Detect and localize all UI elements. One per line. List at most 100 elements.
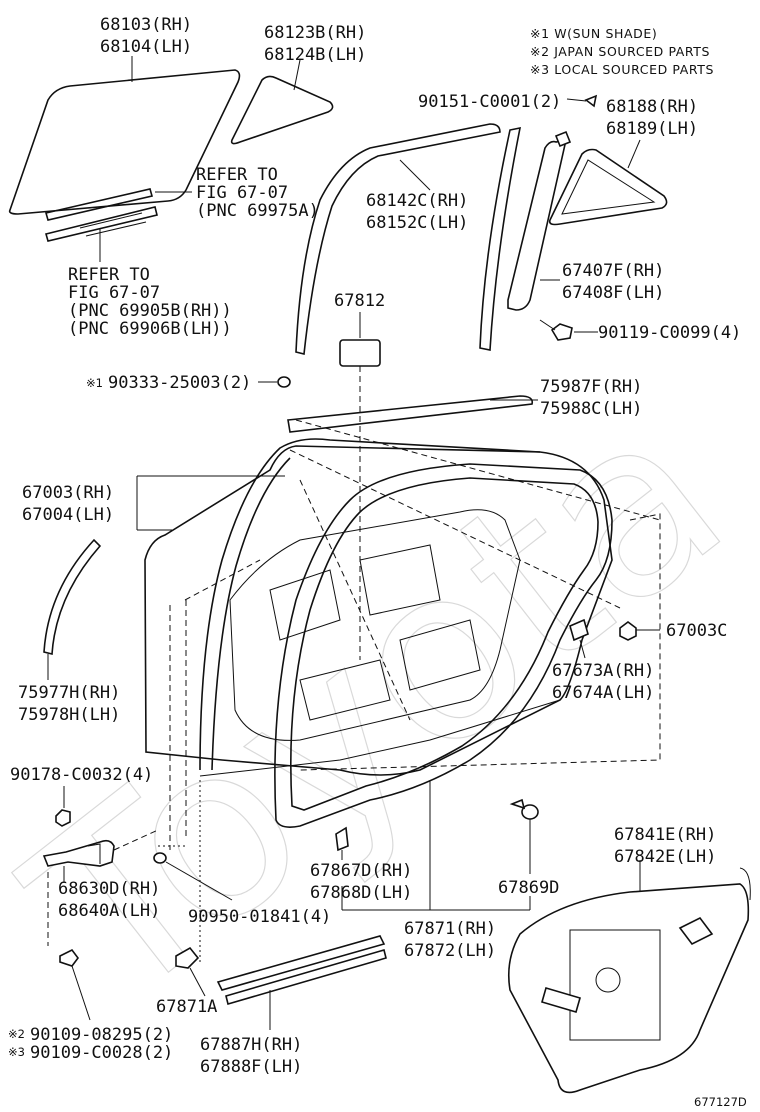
part-68123-quarter-glass <box>230 75 334 145</box>
label-refer1-l2: FIG 67-07 <box>196 183 288 203</box>
part-67003-window-frame <box>199 438 541 771</box>
label-67867d: 67867D(RH) <box>310 861 412 881</box>
leader-68188 <box>627 139 641 169</box>
watermark: Toyota <box>0 352 760 1056</box>
label-refer1-l3: (PNC 69975A) <box>196 201 319 221</box>
label-90109a: 90109-08295(2) <box>30 1025 173 1045</box>
leader-68630d-dash <box>113 829 159 851</box>
label-75977h: 75977H(RH) <box>18 683 120 703</box>
note-2: ※2 JAPAN SOURCED PARTS <box>530 44 710 59</box>
part-67407f-division-bar <box>507 138 568 311</box>
label-90119: 90119-C0099(4) <box>598 323 741 343</box>
label-90178: 90178-C0032(4) <box>10 765 153 785</box>
part-67867d-clip <box>335 826 349 852</box>
label-68103: 68103(RH) <box>100 15 192 35</box>
part-75987f-moulding <box>287 395 534 433</box>
part-67003-door-panel <box>144 445 613 776</box>
label-refer2-l1: REFER TO <box>68 265 150 285</box>
assembly-line-2 <box>169 559 261 850</box>
label-68630d: 68630D(RH) <box>58 879 160 899</box>
label-refer2-l2: FIG 67-07 <box>68 283 160 303</box>
part-67812-pad <box>339 339 381 367</box>
label-68640a: 68640A(LH) <box>58 901 160 921</box>
label-90109b: 90109-C0028(2) <box>30 1043 173 1063</box>
label-67872: 67872(LH) <box>404 941 496 961</box>
part-belt-detail <box>79 212 147 237</box>
part-67887h-moulding <box>216 935 387 1006</box>
label-67674a: 67674A(LH) <box>552 683 654 703</box>
label-67408f: 67408F(LH) <box>562 283 664 303</box>
assembly-line-1 <box>289 419 661 771</box>
label-67003: 67003(RH) <box>22 483 114 503</box>
part-90119-bolt <box>550 323 573 341</box>
label-68124: 68124B(LH) <box>264 45 366 65</box>
label-refer2-l3: (PNC 69905B(RH)) <box>68 301 232 321</box>
label-90333: 90333-25003(2) <box>108 373 251 393</box>
part-67407f-channel <box>479 126 522 351</box>
leader-67673a <box>579 639 586 659</box>
part-channel-clip <box>554 130 572 148</box>
label-90151: 90151-C0001(2) <box>418 92 561 112</box>
figure-code: 677127D <box>694 1095 747 1109</box>
label-68188: 68188(RH) <box>606 97 698 117</box>
part-67841e-trim-board <box>507 883 750 1094</box>
leader-67871a <box>189 967 206 997</box>
part-90333-plug <box>277 376 291 388</box>
part-68142c-run-channel <box>295 123 501 355</box>
label-90109b-mark: ※3 <box>8 1045 25 1059</box>
part-67673a-clip <box>569 618 589 642</box>
part-68103-glass <box>8 69 241 215</box>
part-67841e-handle <box>541 987 581 1013</box>
part-68188-inner <box>561 159 656 215</box>
part-belt-moulding-1 <box>44 188 154 221</box>
part-68188-quarter-window <box>548 148 668 226</box>
label-67871: 67871(RH) <box>404 919 496 939</box>
label-68189: 68189(LH) <box>606 119 698 139</box>
part-67003-inner-frame <box>211 457 291 771</box>
note-3: ※3 LOCAL SOURCED PARTS <box>530 62 714 77</box>
label-68104: 68104(LH) <box>100 37 192 57</box>
part-belt-moulding-2 <box>45 206 158 242</box>
label-67842e: 67842E(LH) <box>614 847 716 867</box>
leader-90950 <box>165 861 233 901</box>
part-67871-weatherstrip <box>274 463 613 828</box>
label-90333-mark: ※1 <box>86 376 103 390</box>
label-67887h: 67887H(RH) <box>200 1035 302 1055</box>
note-1: ※1 W(SUN SHADE) <box>530 26 657 41</box>
leader-90119-a <box>539 319 556 331</box>
label-68142c: 68142C(RH) <box>366 191 468 211</box>
part-68630d-door-check <box>42 839 115 867</box>
label-refer1-l1: REFER TO <box>196 165 278 185</box>
part-67841e-switch <box>678 916 714 946</box>
part-90109-bolt <box>59 948 79 967</box>
label-68152c: 68152C(LH) <box>366 213 468 233</box>
label-90109a-mark: ※2 <box>8 1027 25 1041</box>
part-screw <box>509 798 526 810</box>
leader-90151 <box>566 98 587 102</box>
part-door-cutouts <box>269 544 481 721</box>
part-75977h-moulding <box>43 538 102 656</box>
part-68630d-detail <box>87 843 101 864</box>
label-75978h: 75978H(LH) <box>18 705 120 725</box>
part-90950-plug <box>153 852 167 864</box>
part-67841e-panel <box>569 929 661 1041</box>
leader-68142c <box>399 159 431 191</box>
label-67812: 67812 <box>334 291 385 311</box>
part-90151-screw <box>584 94 598 108</box>
part-67871a-clip <box>175 946 200 969</box>
label-67673a: 67673A(RH) <box>552 661 654 681</box>
part-door-inner-panel <box>229 509 521 741</box>
part-90178-nut <box>55 809 71 827</box>
label-67003c: 67003C <box>666 621 727 641</box>
label-67407f: 67407F(RH) <box>562 261 664 281</box>
leader-68123 <box>293 59 301 91</box>
part-67003c-nut <box>619 621 637 641</box>
part-door-bottom-rail <box>199 699 561 777</box>
label-67868d: 67868D(LH) <box>310 883 412 903</box>
label-68123: 68123B(RH) <box>264 23 366 43</box>
part-67871-inner <box>290 477 599 811</box>
label-67841e: 67841E(RH) <box>614 825 716 845</box>
leader-90109 <box>71 965 91 1021</box>
assembly-line-3 <box>158 780 201 962</box>
